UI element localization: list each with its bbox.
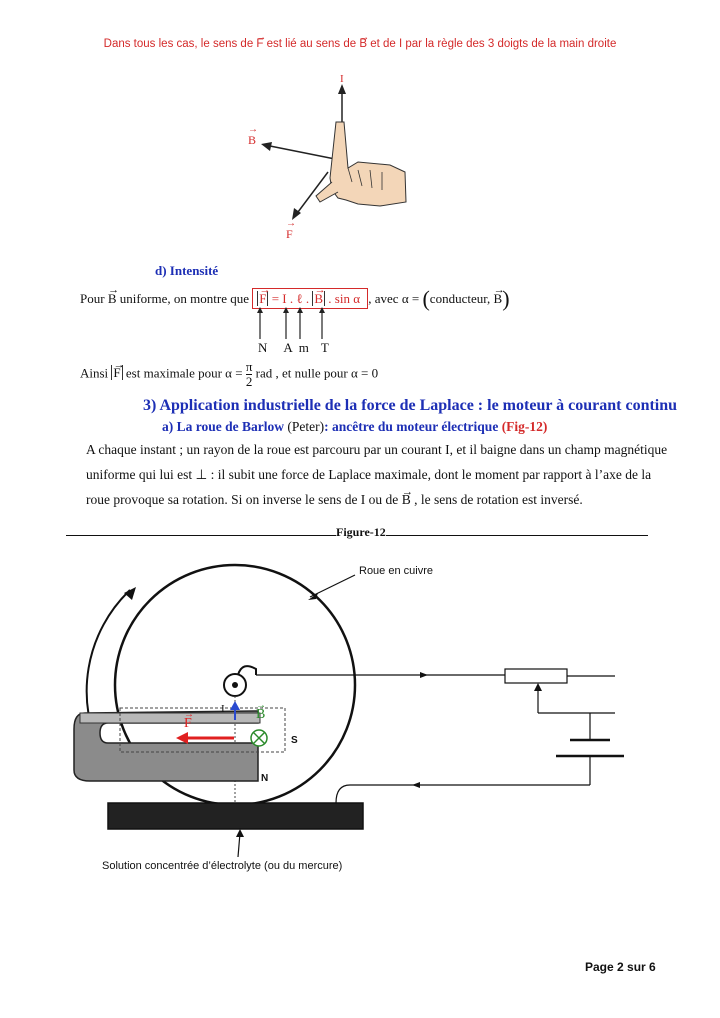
figure-label-i: I bbox=[221, 703, 225, 715]
maximum-condition: Ainsi F est maximale pour α = π 2 rad , … bbox=[80, 359, 378, 389]
right-hand-rule-note: Dans tous les cas, le sens de F est lié … bbox=[0, 32, 720, 50]
svg-text:→: → bbox=[184, 709, 194, 720]
horseshoe-magnet bbox=[73, 710, 259, 782]
intensity-heading: d) Intensité bbox=[155, 263, 219, 278]
figure-label-f: F bbox=[184, 716, 192, 731]
copper-wheel-label: Roue en cuivre bbox=[359, 565, 433, 577]
svg-text:→: → bbox=[248, 124, 258, 135]
svg-text:→: → bbox=[286, 218, 296, 229]
page-number: Page 2 sur 6 bbox=[585, 960, 656, 974]
barlow-wheel-diagram: I B → F → S N bbox=[73, 563, 624, 858]
barlow-wheel-heading: a) La roue de Barlow (Peter): ancêtre du… bbox=[162, 419, 548, 434]
unit-arrows bbox=[257, 307, 325, 339]
pole-s-label: S bbox=[291, 735, 298, 746]
section-3-heading: 3) Application industrielle de la force … bbox=[143, 397, 678, 414]
figure-label-b: B bbox=[256, 707, 265, 722]
hand-label-b: B bbox=[248, 133, 256, 147]
right-hand-rule-diagram: I B F → → bbox=[248, 73, 407, 241]
pole-n-label: N bbox=[261, 773, 268, 784]
barlow-explanation-paragraph: A chaque instant ; un rayon de la roue e… bbox=[86, 437, 676, 512]
figure-12-label: Figure-12 bbox=[66, 525, 656, 540]
laplace-force-formula: Pour B uniforme, on montre que F = I . ℓ… bbox=[80, 284, 510, 312]
electrolyte-label: Solution concentrée d’électrolyte (ou du… bbox=[102, 860, 343, 872]
hand-label-f: F bbox=[286, 227, 293, 241]
hand-label-i: I bbox=[340, 73, 344, 85]
electrolyte-tray bbox=[107, 802, 364, 830]
svg-text:→: → bbox=[256, 700, 266, 711]
formula-box: F = I . ℓ . B . sin α bbox=[252, 284, 369, 309]
